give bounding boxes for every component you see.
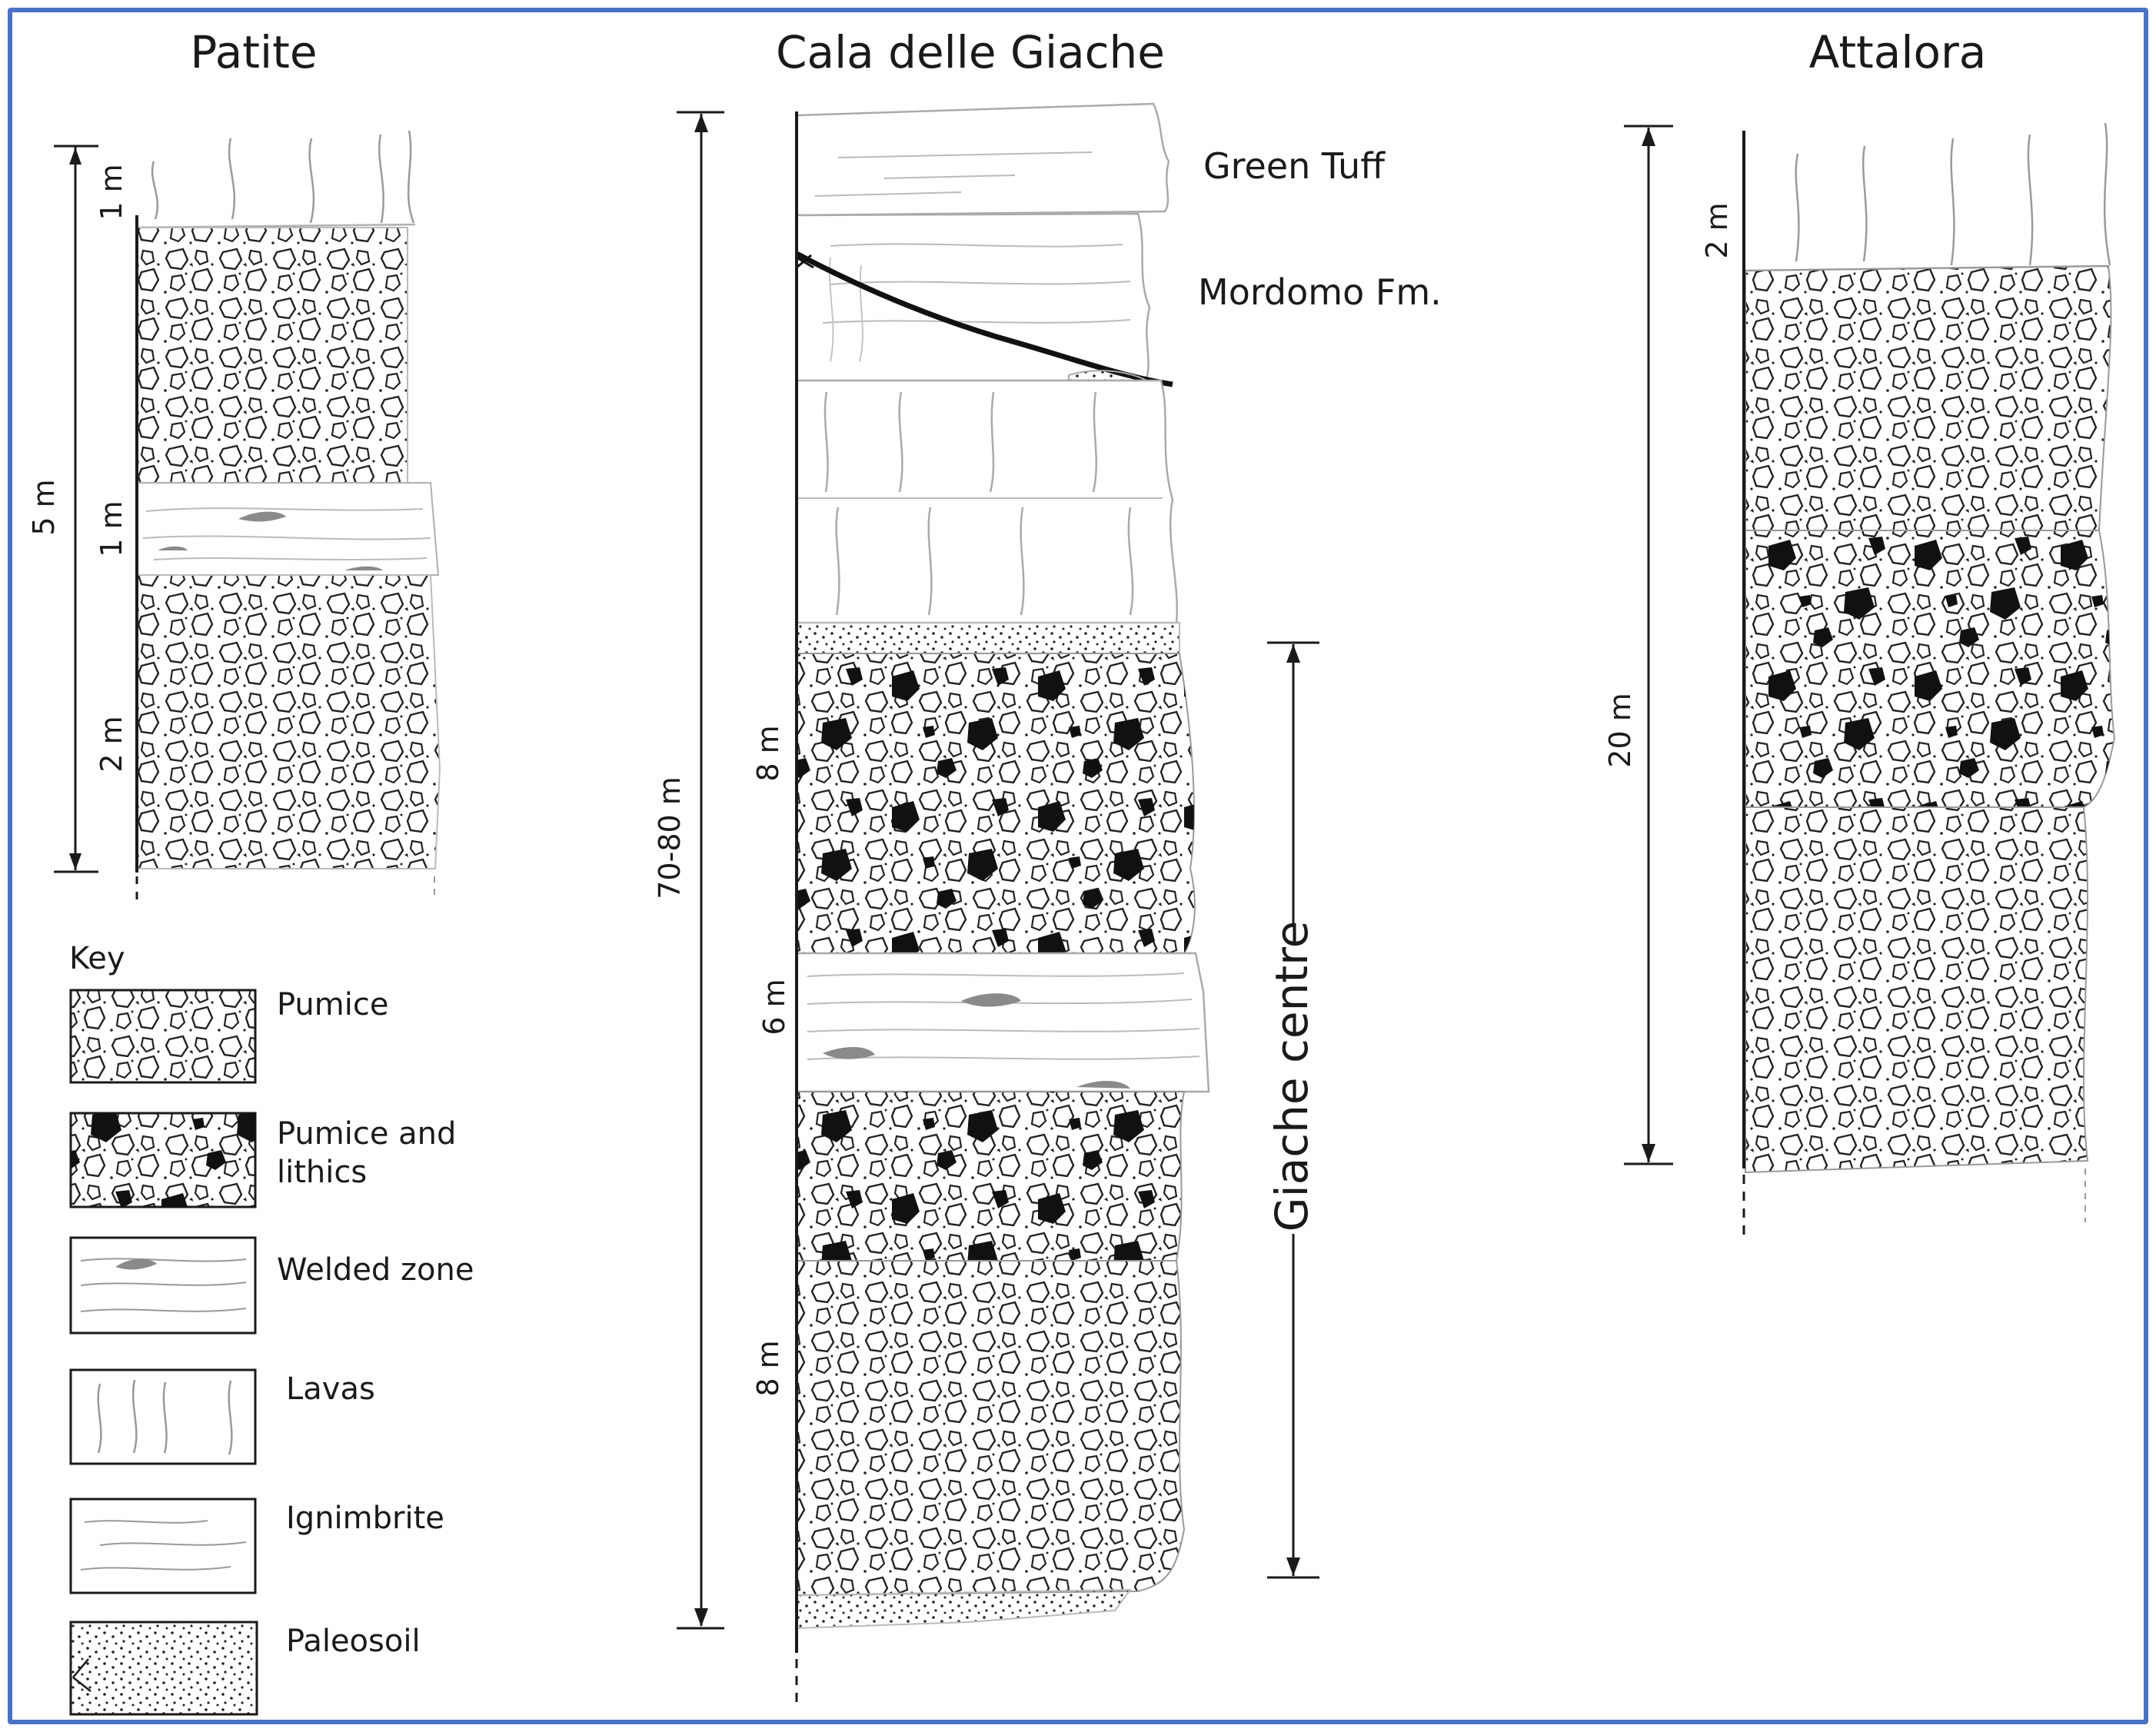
patite-lavas-thickness: 1 m bbox=[95, 164, 128, 220]
key-label-pumice: Pumice bbox=[277, 987, 388, 1022]
patite-welded-thickness: 1 m bbox=[95, 500, 128, 557]
giache-layer-green-tuff bbox=[795, 102, 1170, 217]
giache-lower-thickness: 8 m bbox=[751, 1340, 785, 1396]
key-title: Key bbox=[69, 941, 125, 976]
key-swatch-lavas bbox=[69, 1368, 257, 1465]
key-label-welded: Welded zone bbox=[277, 1252, 474, 1288]
key-label-lavas: Lavas bbox=[286, 1371, 375, 1407]
attalora-thickness-total: 20 m bbox=[1603, 693, 1637, 767]
giache-upper-thickness: 8 m bbox=[751, 725, 785, 781]
column-patite: 5 m 1 m 1 m 2 m bbox=[27, 130, 441, 899]
key-label-paleosoil: Paleosoil bbox=[286, 1624, 421, 1659]
legend-key: Key Pumice Pumice and lithics Welded zon… bbox=[69, 941, 474, 1716]
patite-layer-welded bbox=[136, 482, 440, 576]
giache-welded-thickness: 6 m bbox=[757, 979, 791, 1035]
column-cala-delle-giache: 70-80 m 8 m 6 m 8 m Green Tuff Mordomo F… bbox=[653, 102, 1442, 1707]
patite-layer-pumice-upper bbox=[136, 227, 408, 484]
label-giache-centre: Giache centre bbox=[1266, 921, 1318, 1232]
attalora-layer-pumice-lower bbox=[1745, 806, 2089, 1174]
attalora-layer-pumice-upper bbox=[1745, 264, 2112, 531]
giache-layer-welded bbox=[795, 952, 1210, 1093]
key-label-ignimbrite: Ignimbrite bbox=[286, 1501, 444, 1536]
patite-lower-thickness: 2 m bbox=[95, 716, 128, 772]
attalora-lavas-thickness: 2 m bbox=[1700, 202, 1734, 258]
giache-layer-paleosoil bbox=[796, 1588, 1133, 1630]
giache-thickness-total: 70-80 m bbox=[653, 776, 687, 899]
giache-layer-mordomo bbox=[795, 212, 1173, 390]
giache-layer-pumice-lower bbox=[796, 1260, 1186, 1597]
patite-thickness-total: 5 m bbox=[27, 479, 61, 535]
label-green-tuff: Green Tuff bbox=[1203, 145, 1386, 187]
key-swatch-ignimbrite bbox=[69, 1498, 257, 1594]
attalora-layer-lavas bbox=[1745, 122, 2111, 272]
patite-layer-pumice-lower bbox=[136, 574, 441, 869]
title-cala-delle-giache: Cala delle Giache bbox=[776, 26, 1165, 78]
key-swatch-welded bbox=[69, 1236, 257, 1335]
giache-contact-fine bbox=[796, 622, 1180, 654]
giache-layer-pumice-lithics-upper bbox=[796, 653, 1196, 954]
patite-layer-lavas bbox=[136, 130, 416, 229]
title-attalora: Attalora bbox=[1809, 26, 1987, 78]
key-label-pumice-lithics-1: Pumice and bbox=[277, 1116, 456, 1152]
attalora-layer-pumice-lithics bbox=[1745, 530, 2116, 808]
giache-layer-pumice-lithics-lower bbox=[796, 1091, 1186, 1262]
key-label-pumice-lithics-2: lithics bbox=[277, 1155, 367, 1190]
title-patite: Patite bbox=[190, 26, 317, 78]
key-swatch-pumice-lithics bbox=[69, 1112, 257, 1208]
key-swatch-pumice bbox=[69, 989, 257, 1084]
label-mordomo-fm: Mordomo Fm. bbox=[1198, 271, 1442, 313]
giache-layer-lavas bbox=[795, 379, 1178, 624]
column-attalora: 20 m 2 m bbox=[1603, 122, 2116, 1238]
key-swatch-paleosoil bbox=[69, 1621, 258, 1716]
